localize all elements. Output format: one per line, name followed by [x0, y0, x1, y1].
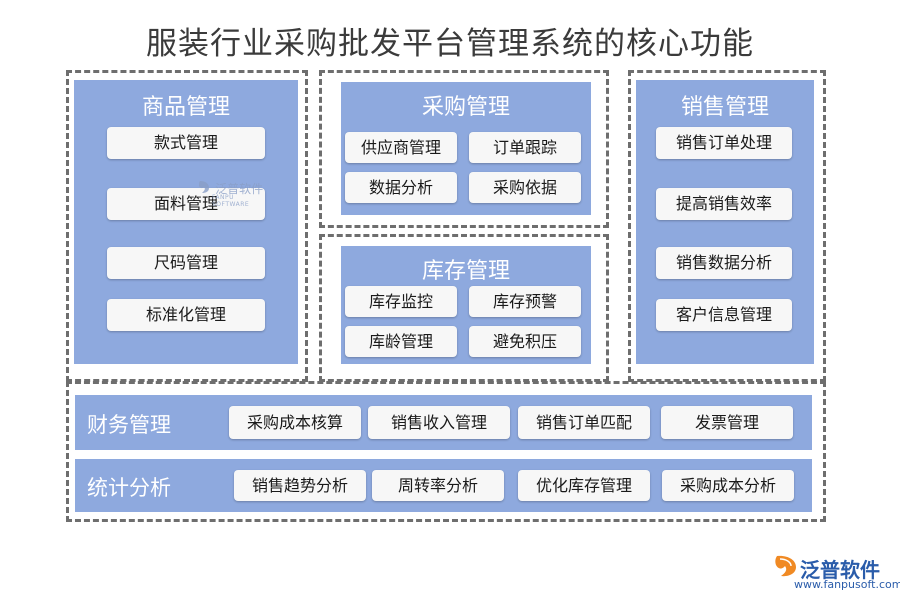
- inventory-item[interactable]: 库存预警: [469, 286, 581, 317]
- sales-item[interactable]: 客户信息管理: [656, 299, 792, 331]
- inventory-item[interactable]: 库龄管理: [345, 326, 457, 357]
- purchase-item[interactable]: 采购依据: [469, 172, 581, 203]
- sales-panel: 销售管理 销售订单处理 提高销售效率 销售数据分析 客户信息管理: [636, 80, 814, 364]
- goods-item[interactable]: 款式管理: [107, 127, 265, 159]
- purchase-panel: 采购管理 供应商管理 订单跟踪 数据分析 采购依据: [341, 82, 591, 215]
- goods-item[interactable]: 标准化管理: [107, 299, 265, 331]
- purchase-item[interactable]: 数据分析: [345, 172, 457, 203]
- finance-item[interactable]: 采购成本核算: [229, 406, 361, 439]
- sales-item[interactable]: 销售数据分析: [656, 247, 792, 279]
- stats-panel: 统计分析 销售趋势分析 周转率分析 优化库存管理 采购成本分析: [75, 459, 812, 512]
- watermark-name: 泛普软件: [215, 182, 264, 196]
- stats-panel-title: 统计分析: [87, 476, 171, 500]
- sales-group-border: [628, 70, 826, 382]
- logo-url: www.fanpusoft.com: [794, 578, 900, 591]
- inventory-panel: 库存管理 库存监控 库存预警 库龄管理 避免积压: [341, 246, 591, 364]
- sales-panel-title: 销售管理: [680, 95, 769, 120]
- finance-item[interactable]: 销售收入管理: [368, 406, 510, 439]
- fanpu-logo-icon: [774, 554, 798, 582]
- sales-item[interactable]: 销售订单处理: [656, 127, 792, 159]
- page-title: 服装行业采购批发平台管理系统的核心功能: [146, 26, 754, 62]
- goods-group-border: [66, 70, 308, 382]
- inventory-panel-title: 库存管理: [421, 259, 510, 284]
- bottom-group-border: [66, 381, 826, 522]
- stats-item[interactable]: 采购成本分析: [662, 470, 794, 501]
- inventory-item[interactable]: 库存监控: [345, 286, 457, 317]
- finance-panel: 财务管理 采购成本核算 销售收入管理 销售订单匹配 发票管理: [75, 395, 812, 450]
- logo-name: 泛普软件: [800, 558, 880, 582]
- purchase-item[interactable]: 订单跟踪: [469, 132, 581, 163]
- inventory-group-border: [319, 234, 609, 382]
- finance-item[interactable]: 销售订单匹配: [518, 406, 650, 439]
- goods-item[interactable]: 面料管理: [107, 188, 265, 220]
- watermark-subtitle: FANPU SOFTWARE: [212, 194, 250, 208]
- purchase-panel-title: 采购管理: [421, 95, 510, 120]
- purchase-item[interactable]: 供应商管理: [345, 132, 457, 163]
- stats-item[interactable]: 周转率分析: [372, 470, 504, 501]
- goods-item[interactable]: 尺码管理: [107, 247, 265, 279]
- finance-item[interactable]: 发票管理: [661, 406, 793, 439]
- sales-item[interactable]: 提高销售效率: [656, 188, 792, 220]
- stats-item[interactable]: 销售趋势分析: [234, 470, 366, 501]
- inventory-item[interactable]: 避免积压: [469, 326, 581, 357]
- watermark: 泛普软件 FANPU SOFTWARE: [198, 178, 264, 208]
- stats-item[interactable]: 优化库存管理: [518, 470, 650, 501]
- goods-panel: 商品管理 款式管理 面料管理 尺码管理 标准化管理: [74, 80, 298, 364]
- finance-panel-title: 财务管理: [87, 413, 171, 437]
- purchase-group-border: [319, 70, 609, 228]
- fanpu-logo-icon: [198, 179, 210, 198]
- goods-panel-title: 商品管理: [141, 95, 230, 120]
